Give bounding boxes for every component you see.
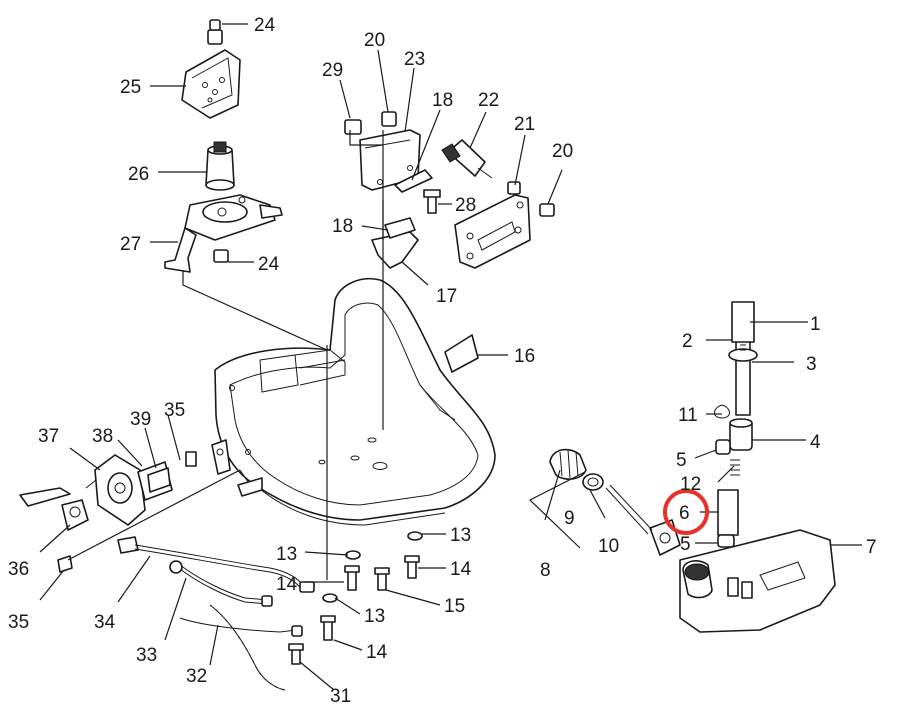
mount-22 (441, 139, 493, 179)
label-28: 28 (455, 195, 476, 216)
label-24-top: 24 (254, 15, 276, 36)
label-22: 22 (478, 90, 499, 111)
bracket-17 (371, 217, 419, 269)
bracket-21 (454, 181, 531, 269)
label-35-bottom: 35 (8, 612, 29, 633)
label-14-bottom: 14 (366, 642, 388, 663)
label-34: 34 (94, 612, 116, 633)
label-14-left: 14 (276, 574, 298, 595)
cables (117, 536, 315, 691)
label-10: 10 (598, 536, 619, 557)
lower-cowling (211, 278, 496, 526)
label-3: 3 (806, 354, 817, 375)
label-31: 31 (330, 686, 351, 707)
lever-assembly (19, 451, 197, 573)
label-21: 21 (514, 114, 535, 135)
label-17: 17 (436, 286, 457, 307)
gasket-16 (444, 334, 479, 373)
bolt-28 (423, 189, 441, 214)
pad-18-upper (394, 169, 433, 193)
label-9: 9 (564, 508, 575, 529)
part-labels: 24 25 26 27 24 29 20 23 18 22 21 20 28 1… (8, 15, 877, 707)
label-29: 29 (322, 60, 343, 81)
fasteners (288, 531, 423, 665)
leader-lines (39, 23, 862, 691)
label-39: 39 (130, 409, 151, 430)
label-11: 11 (678, 405, 698, 426)
label-35-top: 35 (164, 400, 185, 421)
label-32: 32 (186, 666, 207, 687)
label-25: 25 (120, 77, 141, 98)
mount-26 (205, 141, 235, 191)
label-13-right: 13 (450, 525, 471, 546)
label-2: 2 (682, 331, 693, 352)
bracket-25 (181, 19, 241, 119)
label-4: 4 (810, 432, 821, 453)
label-14-right: 14 (450, 559, 472, 580)
label-23: 23 (404, 49, 425, 70)
label-26: 26 (128, 164, 149, 185)
label-12: 12 (680, 474, 701, 495)
label-16: 16 (514, 346, 535, 367)
label-6: 6 (679, 503, 690, 524)
label-5-upper: 5 (676, 450, 687, 471)
label-37: 37 (38, 426, 59, 447)
nut-20-right (539, 203, 555, 217)
label-27: 27 (120, 234, 141, 255)
label-8: 8 (540, 560, 551, 581)
label-18-upper: 18 (432, 90, 453, 111)
label-36: 36 (8, 559, 29, 580)
label-1: 1 (810, 314, 821, 335)
bracket-27 (164, 194, 283, 273)
highlight-ring (663, 489, 709, 535)
label-18-lower: 18 (332, 216, 353, 237)
label-13-left: 13 (276, 544, 297, 565)
label-20-left: 20 (364, 30, 385, 51)
label-7: 7 (866, 537, 877, 558)
label-38: 38 (92, 426, 113, 447)
label-24-bottom: 24 (258, 254, 280, 275)
label-33: 33 (136, 645, 157, 666)
label-15: 15 (444, 596, 465, 617)
label-13-bottom: 13 (364, 606, 385, 627)
label-5-lower: 5 (680, 534, 691, 555)
label-20-right: 20 (552, 141, 573, 162)
